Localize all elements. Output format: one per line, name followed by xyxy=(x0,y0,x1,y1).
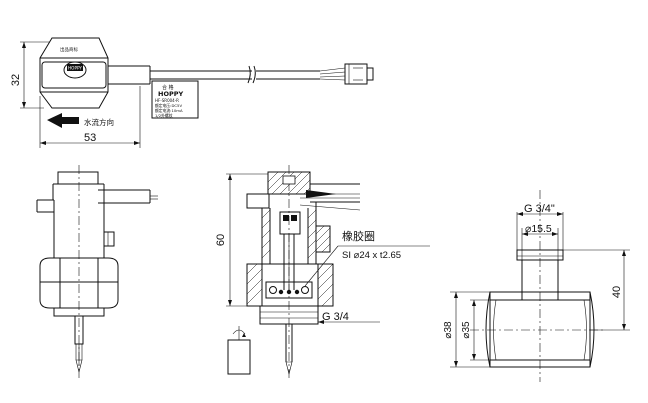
tag-line-4: 额定电压:DC5V xyxy=(155,103,182,108)
tag-line-3: HF-SR004-R xyxy=(155,98,179,103)
dim-53: 53 xyxy=(84,132,96,144)
hex-body xyxy=(39,37,109,109)
dim-phi-15-5: ⌀15.5 xyxy=(525,223,552,235)
thread-label-section: G 3/4 xyxy=(322,311,349,323)
probe-detail xyxy=(227,339,251,375)
top-view: 出品商标 HOPPY 合 格 HOPPY HF-SR004-R 额定电压:DC5… xyxy=(10,37,374,148)
flow-label: 水流方向 xyxy=(84,117,114,127)
dim-40: 40 xyxy=(611,286,623,298)
front-view xyxy=(36,165,158,378)
front-nut xyxy=(39,257,119,309)
hex-text-top: 出品商标 xyxy=(60,46,78,53)
thread-label-fitting: G 3/4" xyxy=(524,203,555,215)
product-tag xyxy=(151,80,199,119)
fitting-pipe xyxy=(489,291,591,368)
tag-line-5: 额定电流:10mA xyxy=(155,108,183,113)
dim-60: 60 xyxy=(215,234,227,246)
tag-line-1: 合 格 xyxy=(162,84,174,91)
section-view: 60 G 3/4 橡胶圈 SI ⌀24 x t2.65 xyxy=(215,165,430,378)
connector xyxy=(344,63,368,85)
fitting-view: G 3/4" ⌀15.5 40 ⌀38 ⌀35 xyxy=(443,190,630,382)
dim-phi-38: ⌀38 xyxy=(443,321,454,339)
seal-label: 橡胶圈 xyxy=(342,229,375,243)
hex-brand-plate xyxy=(67,64,83,71)
flow-arrow-icon xyxy=(47,113,79,128)
hex-text-brand: HOPPY xyxy=(68,66,82,71)
dim-phi-35: ⌀35 xyxy=(461,321,472,339)
o-ring-icon xyxy=(269,286,277,294)
tag-line-2: HOPPY xyxy=(158,90,183,98)
tag-line-6: 1/2外螺纹 xyxy=(155,113,173,118)
dim-32: 32 xyxy=(10,74,22,86)
seal-spec: SI ⌀24 x t2.65 xyxy=(342,250,401,261)
